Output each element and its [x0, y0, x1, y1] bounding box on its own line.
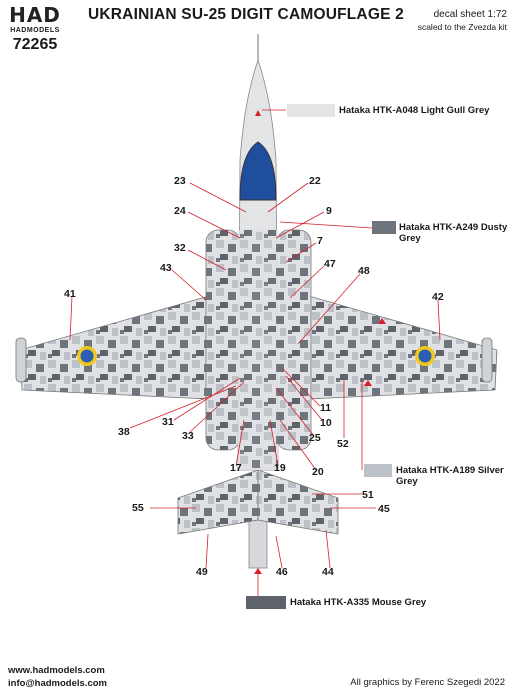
callout-43: 43 [160, 262, 172, 274]
logo-mark: HAD [9, 3, 61, 27]
callout-31: 31 [162, 416, 174, 428]
paint-label-dusty-grey: Hataka HTK-A249 Dusty Grey [399, 222, 508, 244]
paint-swatch-mouse-grey [246, 596, 286, 609]
paint-swatch-dusty-grey [372, 221, 396, 234]
callout-52: 52 [337, 438, 349, 450]
website-link[interactable]: www.hadmodels.com [8, 665, 105, 676]
callout-19: 19 [274, 462, 286, 474]
right-stabilizer [257, 469, 339, 535]
sheet-scale: decal sheet 1:72 [433, 9, 507, 20]
canopy [239, 141, 277, 201]
sheet-info: decal sheet 1:72 scaled to the Zvezda ki… [418, 8, 507, 34]
paint-label-mouse-grey: Hataka HTK-A335 Mouse Grey [290, 597, 427, 608]
sheet-kit: scaled to the Zvezda kit [417, 22, 507, 32]
callout-48: 48 [358, 265, 370, 277]
left-stabilizer [177, 469, 259, 535]
callout-44: 44 [322, 566, 334, 578]
callout-10: 10 [320, 417, 332, 429]
callout-11: 11 [320, 402, 332, 414]
callout-45: 45 [378, 503, 390, 515]
right-wingtip-pod [481, 337, 493, 383]
callout-49: 49 [196, 566, 208, 578]
logo-brand: HADMODELS [10, 27, 60, 34]
callout-41: 41 [64, 288, 76, 300]
right-roundel [415, 346, 435, 366]
left-nacelle [205, 229, 241, 451]
callout-25: 25 [309, 432, 321, 444]
paint-swatch-light-gull-grey [287, 104, 335, 117]
callout-46: 46 [276, 566, 288, 578]
right-wing [287, 289, 498, 401]
callout-42: 42 [432, 291, 444, 303]
contact-info: www.hadmodels.com info@hadmodels.com [8, 664, 107, 690]
callout-47: 47 [324, 258, 336, 270]
callout-22: 22 [309, 175, 321, 187]
left-roundel [77, 346, 97, 366]
callout-17: 17 [230, 462, 242, 474]
callout-51: 51 [362, 489, 374, 501]
fuselage-camo [238, 230, 278, 470]
callout-9: 9 [326, 205, 332, 217]
left-wing [19, 289, 231, 401]
right-nacelle [276, 229, 312, 451]
callout-38: 38 [118, 426, 130, 438]
left-wingtip-pod [15, 337, 27, 383]
callout-55: 55 [132, 502, 144, 514]
callout-24: 24 [174, 205, 186, 217]
callout-32: 32 [174, 242, 186, 254]
tail-nozzle [248, 519, 268, 569]
paint-label-light-gull-grey: Hataka HTK-A048 Light Gull Grey [339, 105, 490, 116]
page-title: UKRAINIAN SU-25 DIGIT CAMOUFLAGE 2 [88, 6, 404, 23]
credit-text: All graphics by Ferenc Szegedi 2022 [350, 677, 505, 688]
brand-logo: HAD HADMODELS 72265 [4, 4, 66, 64]
paint-label-silver-grey: Hataka HTK-A189 Silver Grey [396, 465, 504, 487]
paint-swatch-silver-grey [364, 464, 392, 477]
callout-20: 20 [312, 466, 324, 478]
callout-7: 7 [317, 235, 323, 247]
email-link[interactable]: info@hadmodels.com [8, 678, 107, 689]
callout-33: 33 [182, 430, 194, 442]
product-number: 72265 [12, 36, 58, 53]
callout-23: 23 [174, 175, 186, 187]
